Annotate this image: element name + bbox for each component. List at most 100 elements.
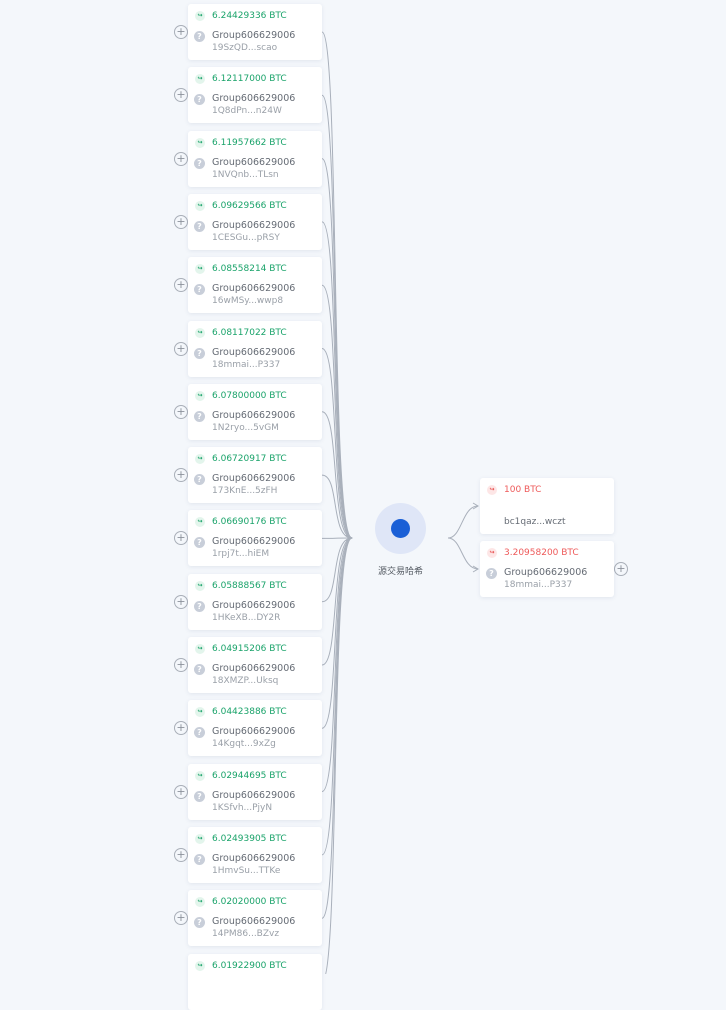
address-label[interactable]: 1KSfvh...PjyN xyxy=(212,802,272,814)
group-label: Group606629006 xyxy=(212,790,295,802)
expand-input-plus-circle-icon[interactable]: + xyxy=(174,658,188,672)
arrow-in-icon: ↪ xyxy=(195,771,205,781)
arrow-in-icon: ↪ xyxy=(195,961,205,971)
expand-input-plus-circle-icon[interactable]: + xyxy=(174,278,188,292)
address-label[interactable]: 1N2ryo...5vGM xyxy=(212,422,279,434)
input-edge xyxy=(322,538,352,602)
expand-output-plus-circle-icon[interactable]: + xyxy=(614,562,628,576)
flow-edges xyxy=(0,0,726,974)
address-label[interactable]: 1HmvSu...TTKe xyxy=(212,865,280,877)
question-icon: ? xyxy=(194,601,205,612)
amount-label: 6.01922900 BTC xyxy=(212,960,287,972)
amount-label: 6.08117022 BTC xyxy=(212,327,287,339)
amount-label: 100 BTC xyxy=(504,484,541,496)
amount-label: 6.06720917 BTC xyxy=(212,453,287,465)
amount-label: 6.02493905 BTC xyxy=(212,833,287,845)
amount-label: 3.20958200 BTC xyxy=(504,547,579,559)
amount-label: 6.02020000 BTC xyxy=(212,896,287,908)
input-edge xyxy=(322,475,352,538)
amount-label: 6.08558214 BTC xyxy=(212,263,287,275)
expand-input-plus-circle-icon[interactable]: + xyxy=(174,848,188,862)
arrow-in-icon: ↪ xyxy=(195,707,205,717)
amount-label: 6.12117000 BTC xyxy=(212,73,287,85)
group-label: Group606629006 xyxy=(212,93,295,105)
expand-input-plus-circle-icon[interactable]: + xyxy=(174,88,188,102)
input-card[interactable]: ↪ 6.01922900 BTC xyxy=(188,954,322,1010)
group-label: Group606629006 xyxy=(212,853,295,865)
expand-input-plus-circle-icon[interactable]: + xyxy=(174,342,188,356)
input-edge xyxy=(322,159,352,538)
question-icon: ? xyxy=(194,94,205,105)
question-icon: ? xyxy=(194,664,205,675)
address-label[interactable]: 1HKeXB...DY2R xyxy=(212,612,280,624)
group-label: Group606629006 xyxy=(212,410,295,422)
source-tx-label: 源交易哈希 xyxy=(360,564,441,577)
address-label[interactable]: 1CESGu...pRSY xyxy=(212,232,280,244)
address-label[interactable]: bc1qaz...wczt xyxy=(504,516,565,528)
expand-input-plus-circle-icon[interactable]: + xyxy=(174,25,188,39)
expand-input-plus-circle-icon[interactable]: + xyxy=(174,595,188,609)
arrow-out-icon: ↪ xyxy=(487,485,497,495)
expand-input-plus-circle-icon[interactable]: + xyxy=(174,531,188,545)
expand-input-plus-circle-icon[interactable]: + xyxy=(174,911,188,925)
expand-input-plus-circle-icon[interactable]: + xyxy=(174,152,188,166)
address-label[interactable]: 18XMZP...Uksq xyxy=(212,675,278,687)
question-icon: ? xyxy=(194,411,205,422)
expand-input-plus-circle-icon[interactable]: + xyxy=(174,468,188,482)
arrow-in-icon: ↪ xyxy=(195,454,205,464)
group-label: Group606629006 xyxy=(212,347,295,359)
address-label[interactable]: 16wMSy...wwp8 xyxy=(212,295,283,307)
address-label[interactable]: 18mmai...P337 xyxy=(212,359,280,371)
question-icon: ? xyxy=(194,537,205,548)
amount-label: 6.02944695 BTC xyxy=(212,770,287,782)
source-tx-node[interactable] xyxy=(391,519,410,538)
address-label[interactable]: 1rpj7t...hiEM xyxy=(212,548,269,560)
expand-input-plus-circle-icon[interactable]: + xyxy=(174,215,188,229)
input-edge xyxy=(322,538,352,974)
question-icon: ? xyxy=(194,158,205,169)
address-label[interactable]: 14PM86...BZvz xyxy=(212,928,279,940)
expand-input-plus-circle-icon[interactable]: + xyxy=(174,785,188,799)
input-edge xyxy=(322,538,352,665)
address-label[interactable]: 19SzQD...scao xyxy=(212,42,277,54)
arrow-in-icon: ↪ xyxy=(195,264,205,274)
input-edge xyxy=(322,222,352,538)
input-edge xyxy=(322,538,352,792)
expand-input-plus-circle-icon[interactable]: + xyxy=(174,721,188,735)
question-icon: ? xyxy=(194,221,205,232)
address-label[interactable]: 14Kgqt...9xZg xyxy=(212,738,276,750)
amount-label: 6.04423886 BTC xyxy=(212,706,287,718)
address-label[interactable]: 1Q8dPn...n24W xyxy=(212,105,282,117)
expand-input-plus-circle-icon[interactable]: + xyxy=(174,405,188,419)
question-icon: ? xyxy=(194,31,205,42)
group-label: Group606629006 xyxy=(212,473,295,485)
input-edge xyxy=(322,538,352,855)
address-label[interactable]: 173KnE...5zFH xyxy=(212,485,277,497)
amount-label: 6.04915206 BTC xyxy=(212,643,287,655)
input-edge xyxy=(322,538,352,728)
arrow-in-icon: ↪ xyxy=(195,517,205,527)
group-label: Group606629006 xyxy=(212,600,295,612)
group-label: Group606629006 xyxy=(212,220,295,232)
address-label[interactable]: 1NVQnb...TLsn xyxy=(212,169,279,181)
arrow-in-icon: ↪ xyxy=(195,391,205,401)
amount-label: 6.11957662 BTC xyxy=(212,137,287,149)
output-card[interactable]: ↪ 100 BTC bc1qaz...wczt xyxy=(480,478,614,534)
address-label[interactable]: 18mmai...P337 xyxy=(504,579,572,591)
